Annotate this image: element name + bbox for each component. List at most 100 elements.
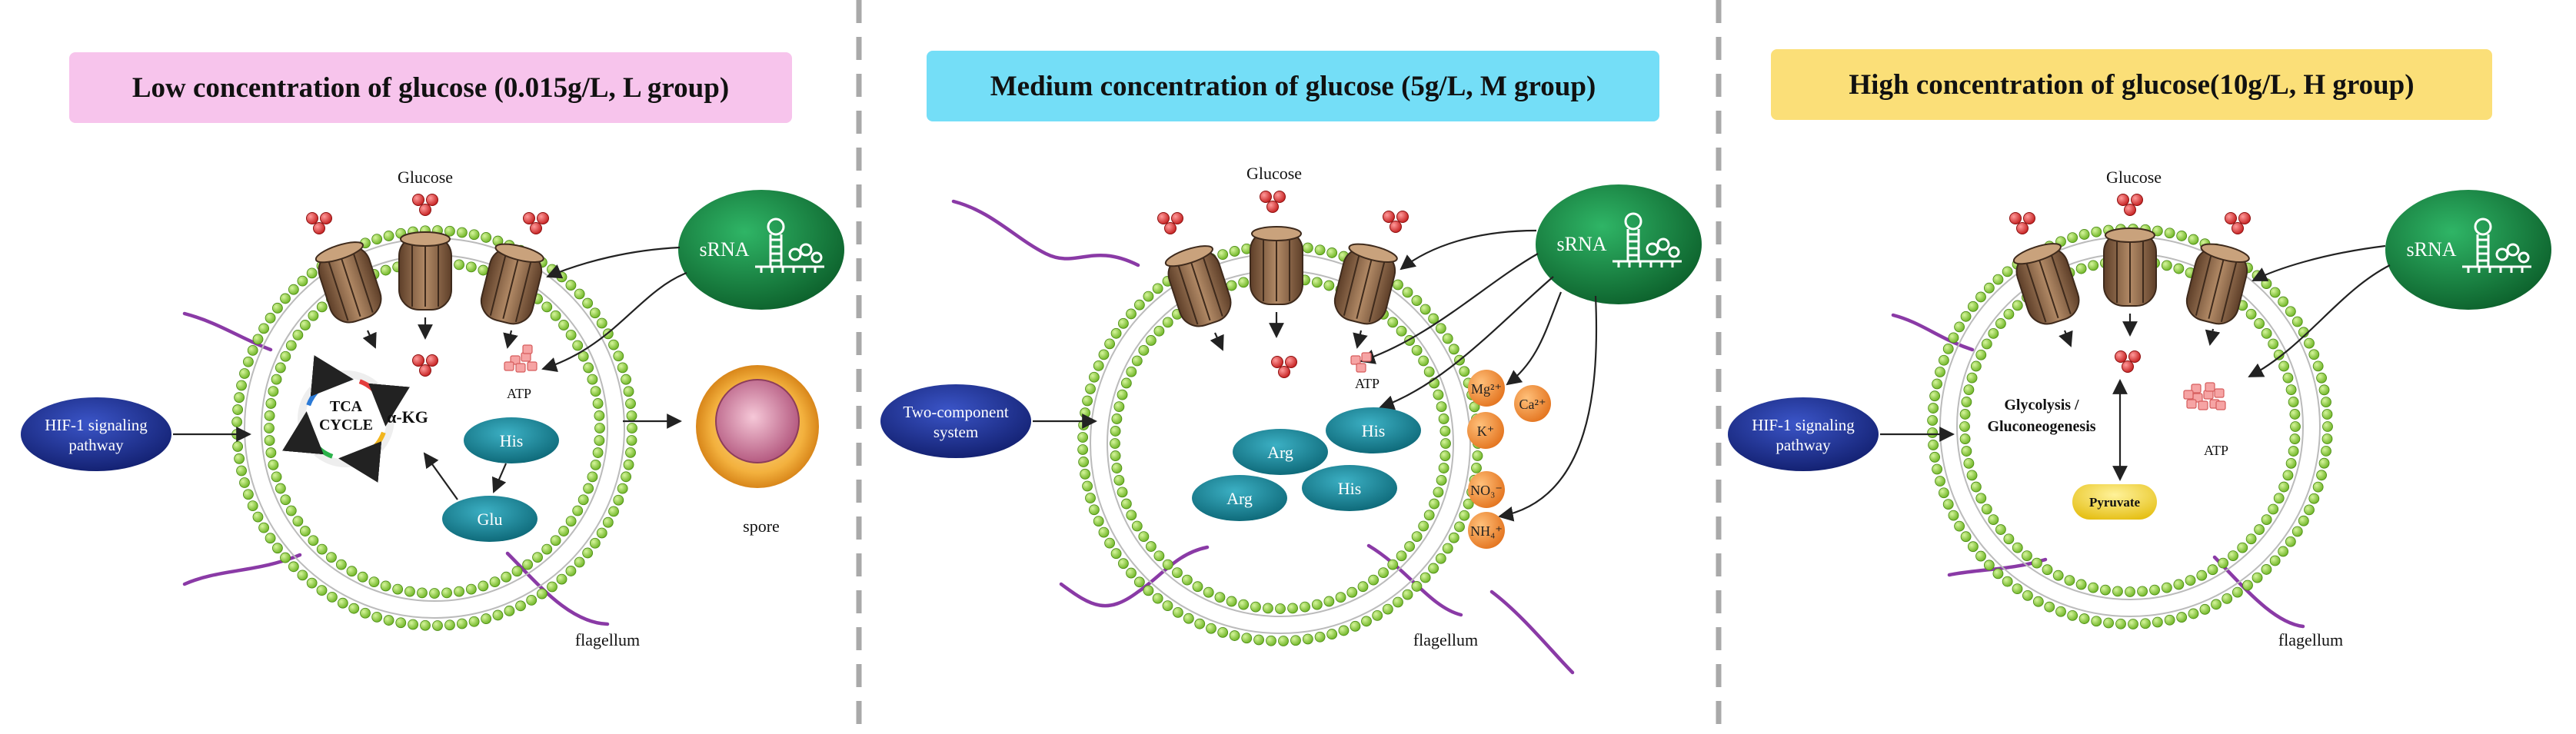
pyruvate-node: Pyruvate	[2072, 484, 2157, 520]
amino-acid-label: His	[1362, 421, 1386, 440]
glucose-molecule	[1271, 356, 1297, 378]
srna-node: sRNA	[1536, 184, 1702, 304]
signaling-pathway-label: HIF-1 signaling pathway	[1752, 416, 1855, 454]
atp-molecules	[1350, 352, 1372, 373]
svg-text:pathway: pathway	[1776, 436, 1831, 454]
pyruvate-label: Pyruvate	[2089, 495, 2141, 510]
signaling-pathway-node: Two-component system	[880, 384, 1031, 458]
glucose-label: Glucose	[2106, 168, 2162, 187]
srna-regulation-arrow	[1506, 291, 1563, 386]
flagellum-label: flagellum	[575, 630, 640, 649]
glucose-transporter	[1333, 243, 1398, 325]
ion-label: Ca²⁺	[1519, 397, 1546, 412]
svg-text:system: system	[934, 423, 978, 441]
amino-acid-label: His	[500, 431, 524, 450]
ion-node: Ca²⁺	[1514, 385, 1551, 422]
tca-cycle: TCA CYCLE	[282, 355, 410, 483]
atp-label: ATP	[1355, 376, 1380, 391]
ion-label: NH₄⁺	[1470, 523, 1503, 539]
spore	[696, 365, 819, 488]
glucose-molecule	[1260, 191, 1286, 213]
ion-label: Mg²⁺	[1471, 381, 1502, 397]
spore-label: spore	[743, 516, 780, 536]
his-to-glu-arrow	[491, 463, 508, 493]
svg-text:Gluconeogenesis: Gluconeogenesis	[1987, 418, 2095, 435]
flagellum	[2212, 555, 2305, 629]
srna-regulation-arrow	[541, 271, 687, 373]
glucose-molecule	[412, 194, 438, 216]
srna-regulation-arrow	[1498, 295, 1598, 522]
transport-arrow	[1210, 332, 1224, 351]
glucose-molecule	[1383, 211, 1409, 233]
atp-label: ATP	[507, 386, 531, 401]
transport-arrow	[2058, 330, 2073, 347]
glucose-label: Glucose	[398, 168, 453, 187]
glucose-label: Glucose	[1246, 164, 1302, 183]
srna-node: sRNA	[678, 190, 844, 310]
glutamate-node: Glu	[442, 496, 537, 542]
panel-medium-glucose: GlucosesRNAATPTwo-componentsystemArgHisA…	[880, 164, 1702, 675]
svg-text:CYCLE: CYCLE	[319, 417, 373, 433]
glucose-molecule	[2117, 194, 2143, 216]
ion-node: NH₄⁺	[1468, 512, 1505, 549]
histidine-node: His	[1302, 465, 1397, 511]
srna-node: sRNA	[2385, 190, 2551, 310]
glucose-molecule	[412, 354, 438, 377]
ion-node: Mg²⁺	[1468, 370, 1505, 407]
srna-label: sRNA	[1556, 233, 1606, 255]
glucose-transporter	[315, 241, 382, 324]
glycolysis-label: Glycolysis /Gluconeogenesis	[1987, 397, 2095, 435]
ion-label: K⁺	[1477, 423, 1495, 439]
srna-regulation-arrow	[546, 246, 681, 279]
glucose-molecule	[2009, 212, 2035, 234]
signaling-pathway-label: Two-component system	[903, 403, 1008, 441]
histidine-node: His	[464, 417, 559, 463]
medium-glucose-title: Medium concentration of glucose (5g/L, M…	[927, 51, 1659, 121]
histidine-node: His	[1326, 407, 1421, 453]
flagellum-label: flagellum	[2278, 630, 2343, 649]
transport-arrow	[2205, 328, 2221, 346]
svg-text:Two-component: Two-component	[903, 403, 1008, 421]
amino-acid-label: Arg	[1226, 489, 1253, 508]
srna-hairpin-icon	[755, 218, 824, 273]
glucose-transporter	[480, 243, 544, 325]
flagellum	[182, 311, 273, 352]
srna-hairpin-icon	[1612, 212, 1682, 267]
atp-molecules	[504, 344, 537, 373]
ion-node: NO₃⁻	[1468, 471, 1505, 508]
srna-regulation-arrow	[1360, 253, 1539, 364]
flagellum	[951, 199, 1140, 267]
glucose-transporter	[2012, 243, 2080, 325]
flagellum	[1489, 590, 1575, 675]
arginine-node: Arg	[1233, 429, 1328, 475]
ion-node: K⁺	[1467, 412, 1504, 449]
ion-label: NO₃⁻	[1470, 483, 1503, 498]
glucose-transporter	[2103, 228, 2157, 307]
alpha-kg-label: α-KG	[387, 407, 428, 427]
svg-text:HIF-1 signaling: HIF-1 signaling	[1752, 416, 1855, 434]
glucose-molecule	[523, 212, 549, 234]
glu-to-akg-arrow	[423, 452, 458, 500]
glucose-molecule	[2115, 350, 2141, 373]
srna-regulation-arrow	[1379, 276, 1554, 410]
panel-high-glucose: Glucose sRNA ATP HIF-1 signaling pathway Glyc…	[1728, 168, 2551, 649]
transport-arrow	[362, 330, 377, 349]
amino-acid-label: Arg	[1267, 443, 1293, 462]
glucose-transporter	[398, 231, 452, 311]
svg-text:TCA: TCA	[330, 398, 363, 415]
signaling-pathway-node: HIF-1 signaling pathway	[1728, 397, 1879, 471]
atp-molecules	[2183, 382, 2226, 410]
amino-acid-label: Glu	[478, 510, 503, 529]
glucose-molecule	[306, 212, 332, 234]
srna-regulation-arrow	[2252, 244, 2386, 281]
svg-text:pathway: pathway	[68, 436, 124, 454]
atp-label: ATP	[2204, 443, 2228, 458]
flagellum	[1891, 313, 1975, 352]
srna-regulation-arrow	[2248, 264, 2391, 377]
glucose-transporter	[1250, 226, 1303, 305]
glucose-transporter	[2185, 243, 2250, 325]
